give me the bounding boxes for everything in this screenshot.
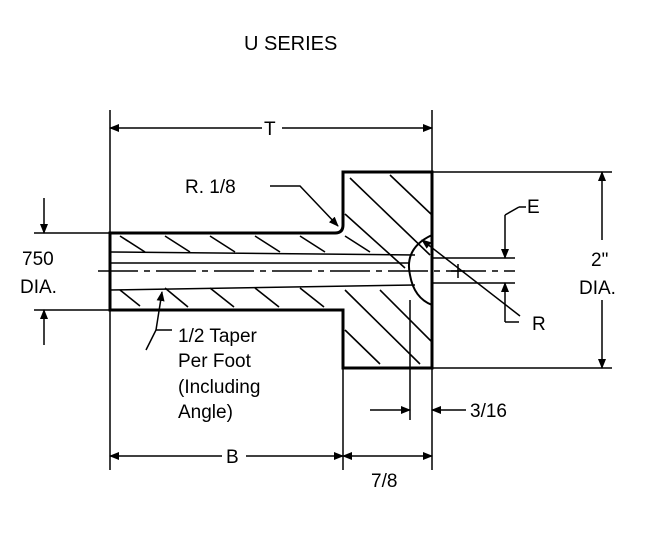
b-label: B	[226, 447, 239, 468]
fillet-leader	[270, 185, 339, 227]
outer-dia-value: 2"	[591, 250, 608, 271]
bore-upper-line	[109, 251, 416, 256]
taper-line-2: Per Foot	[178, 351, 252, 372]
taper-line-4: Angle)	[178, 402, 233, 423]
section-hatching	[119, 174, 432, 365]
taper-leader	[145, 329, 172, 351]
bore-lower-line	[109, 284, 416, 291]
r-leader	[421, 239, 521, 317]
bore-dia-unit: DIA.	[20, 277, 57, 298]
taper-line-1: 1/2 Taper	[178, 326, 258, 347]
taper-line-3: (Including	[178, 377, 260, 398]
spherical-seat	[408, 234, 433, 306]
part-outline	[108, 170, 434, 370]
seven-eighths-label: 7/8	[371, 471, 397, 492]
r-label: R	[532, 314, 546, 335]
outer-dia-unit: DIA.	[579, 278, 616, 299]
e-label: E	[527, 197, 540, 218]
three-sixteenths-label: 3/16	[470, 401, 507, 422]
t-label: T	[264, 119, 276, 140]
bore-dia-value: 750	[22, 249, 54, 270]
fillet-radius-label: R. 1/8	[185, 177, 236, 198]
diagram-title: U SERIES	[244, 33, 337, 55]
